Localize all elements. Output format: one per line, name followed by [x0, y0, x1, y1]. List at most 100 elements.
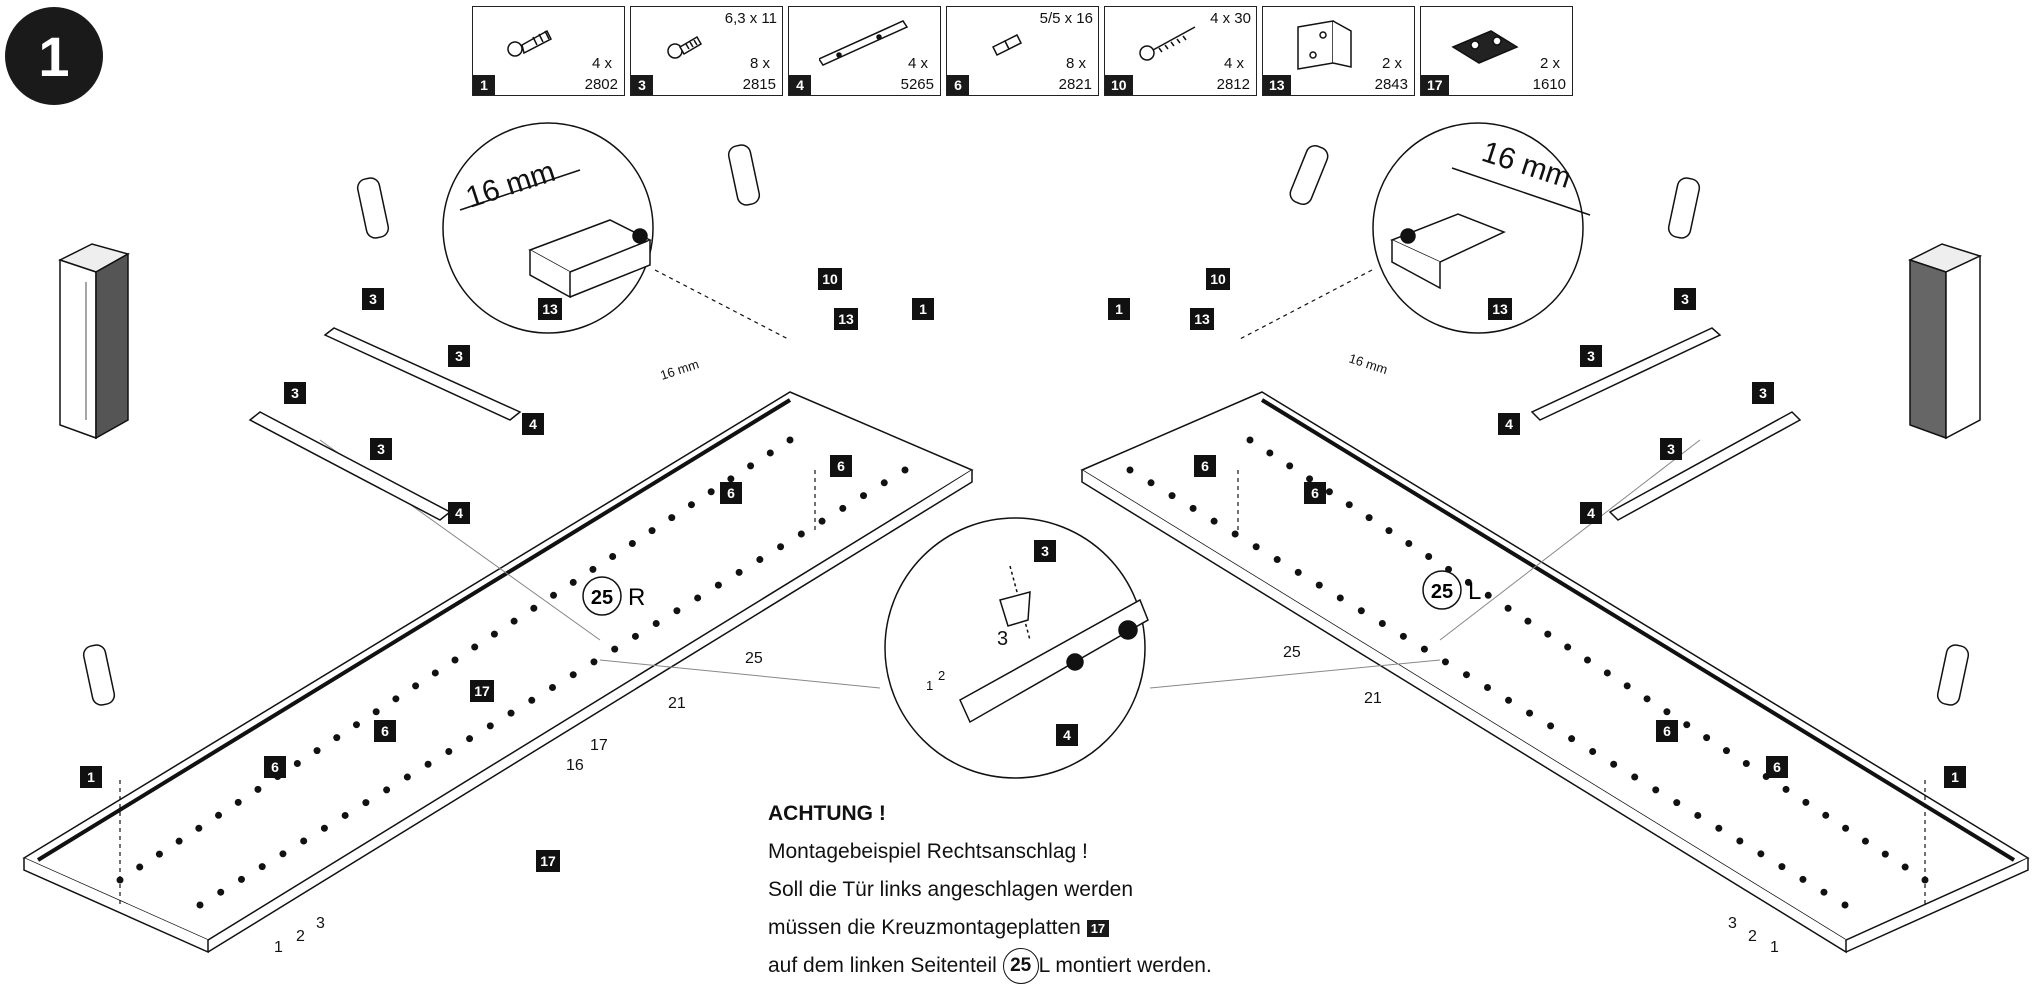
svg-text:3: 3: [997, 628, 1008, 650]
svg-text:6: 6: [271, 759, 279, 775]
drill-hole: [155, 850, 163, 858]
svg-text:17: 17: [474, 683, 490, 699]
drill-hole: [1703, 734, 1711, 742]
tag-10: 10: [1206, 268, 1230, 290]
svg-text:1: 1: [1770, 939, 1779, 956]
drill-hole: [392, 695, 400, 703]
drill-hole: [1336, 594, 1344, 602]
drill-hole: [1652, 786, 1660, 794]
svg-text:6: 6: [1663, 723, 1671, 739]
drill-hole: [1441, 658, 1449, 666]
drill-hole: [510, 617, 518, 625]
drill-hole: [1345, 501, 1353, 509]
drill-hole: [1266, 449, 1274, 457]
drill-hole: [362, 799, 370, 807]
drill-hole: [1147, 479, 1155, 487]
drill-hole: [313, 747, 321, 755]
drill-hole: [136, 863, 144, 871]
svg-text:16: 16: [566, 757, 584, 774]
svg-text:10: 10: [1210, 271, 1226, 287]
drill-hole: [1286, 462, 1294, 470]
svg-text:3: 3: [1728, 915, 1737, 932]
corner-bracket-icon: [1297, 20, 1352, 70]
tag-6: 6: [1194, 455, 1216, 477]
svg-text:6: 6: [1773, 759, 1781, 775]
svg-text:6: 6: [1201, 458, 1209, 474]
drill-hole: [1462, 671, 1470, 679]
tag-6: 6: [264, 756, 286, 778]
tag-4: 4: [1580, 502, 1602, 524]
drill-hole: [403, 773, 411, 781]
drill-hole: [1715, 824, 1723, 832]
svg-text:4: 4: [455, 505, 463, 521]
drill-hole: [839, 504, 847, 512]
notice-line: Montagebeispiel Rechtsanschlag !: [768, 840, 1088, 863]
drill-hole: [1505, 696, 1513, 704]
drill-hole: [1294, 568, 1302, 576]
tag-17: 17: [470, 680, 494, 702]
drill-hole: [1405, 540, 1413, 548]
part-card: 2 x 2843 13: [1262, 6, 1415, 96]
drill-hole: [1799, 875, 1807, 883]
svg-text:1: 1: [926, 678, 933, 693]
drill-hole: [549, 684, 556, 691]
drill-hole: [747, 462, 755, 470]
svg-text:3: 3: [316, 915, 325, 932]
drill-hole: [1126, 466, 1134, 474]
drill-hole: [1901, 863, 1909, 871]
svg-text:3: 3: [1041, 543, 1049, 559]
svg-text:1: 1: [274, 939, 283, 956]
drill-hole: [466, 735, 474, 743]
drill-hole: [1231, 530, 1239, 538]
panel-side-right: R: [628, 584, 645, 611]
part-card: 5/5 x 16 8 x 2821 6: [946, 6, 1099, 96]
drill-hole: [569, 578, 577, 586]
inline-part-tag: 17: [1086, 919, 1110, 937]
cabinet-preview-right-icon: [1908, 243, 1983, 440]
drill-hole: [1584, 656, 1591, 664]
drill-hole: [1464, 578, 1472, 586]
svg-text:1: 1: [1115, 301, 1123, 317]
drill-hole: [569, 671, 577, 679]
drill-hole: [1841, 901, 1849, 909]
svg-text:4: 4: [1587, 505, 1595, 521]
drill-hole: [673, 607, 681, 615]
drill-hole: [445, 747, 453, 755]
drill-hole: [611, 645, 619, 653]
dim-16mm-right: 16 mm: [1347, 351, 1389, 378]
drill-hole: [1189, 504, 1197, 512]
drill-hole: [258, 863, 266, 871]
drill-hole: [1306, 475, 1314, 483]
drill-hole: [237, 875, 245, 883]
drill-hole: [1425, 552, 1433, 560]
drawer-runners-left: [248, 327, 522, 521]
drill-hole: [1357, 607, 1365, 615]
svg-text:3: 3: [1587, 348, 1595, 364]
drill-hole: [1842, 824, 1850, 832]
drill-holes: [116, 436, 1929, 909]
side-panel-right: [22, 391, 974, 954]
part-card: 4 x 5265 4: [788, 6, 941, 96]
svg-text:3: 3: [377, 441, 385, 457]
svg-text:13: 13: [1492, 301, 1508, 317]
tag-3: 3: [1674, 288, 1696, 310]
tag-13: 13: [1190, 308, 1214, 330]
drill-hole: [383, 786, 391, 794]
drill-hole: [590, 658, 598, 666]
drill-hole: [818, 517, 826, 525]
tag-13: 13: [834, 308, 858, 330]
drill-hole: [735, 568, 743, 576]
svg-text:25: 25: [745, 650, 763, 667]
drill-hole: [860, 492, 868, 500]
drill-hole: [1365, 514, 1373, 522]
tag-17: 17: [536, 850, 560, 872]
drill-hole: [1315, 581, 1323, 589]
part-card: 2 x 1610 17: [1420, 6, 1573, 96]
drill-hole: [668, 514, 676, 522]
drawer-runners-right: [1530, 327, 1802, 521]
drill-hole: [279, 850, 287, 858]
drill-hole: [507, 709, 515, 717]
drill-hole: [1210, 517, 1218, 525]
svg-text:21: 21: [668, 695, 686, 712]
